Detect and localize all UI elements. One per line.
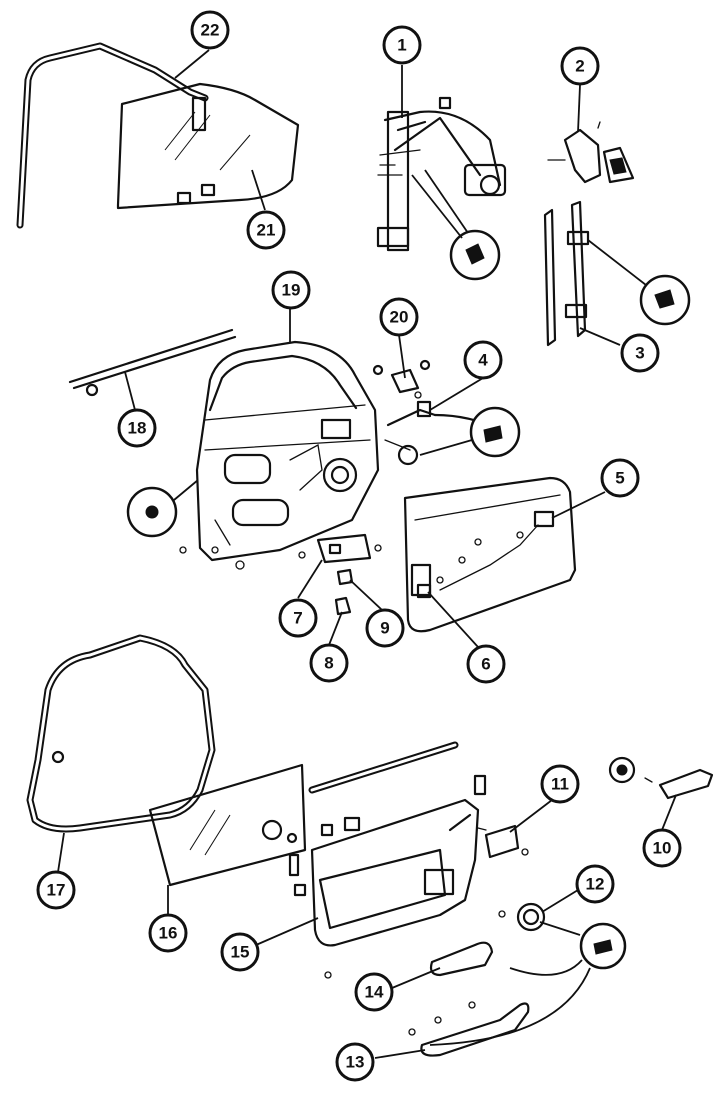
svg-text:2: 2 [575, 57, 584, 76]
handle-bolt-detail [419, 406, 521, 458]
svg-text:13: 13 [346, 1053, 365, 1072]
belt-strip [68, 328, 237, 397]
callout-4: 4 [463, 340, 503, 380]
svg-text:22: 22 [201, 21, 220, 40]
svg-text:5: 5 [615, 469, 624, 488]
callout-6: 6 [466, 644, 506, 684]
svg-text:14: 14 [365, 983, 384, 1002]
svg-text:8: 8 [324, 654, 333, 673]
callout-10: 10 [642, 828, 682, 868]
callout-21: 21 [246, 210, 286, 250]
bolt-detail-1 [411, 169, 501, 281]
callout-14: 14 [354, 972, 394, 1012]
svg-text:18: 18 [128, 419, 147, 438]
svg-text:4: 4 [478, 351, 488, 370]
armrest [408, 1001, 530, 1057]
svg-text:19: 19 [282, 281, 301, 300]
handle-escutcheon [498, 902, 546, 932]
armrest-screw-detail [429, 921, 627, 1046]
door-latch [298, 533, 382, 616]
lock-cylinder [372, 359, 431, 394]
svg-text:16: 16 [159, 924, 178, 943]
callout-8: 8 [309, 643, 349, 683]
mirror-bracket [547, 121, 635, 184]
svg-text:6: 6 [481, 655, 490, 674]
callout-5: 5 [600, 458, 640, 498]
pull-handle [324, 941, 494, 979]
svg-text:17: 17 [47, 881, 66, 900]
svg-text:10: 10 [653, 839, 672, 858]
svg-text:21: 21 [257, 221, 276, 240]
door-trim-panel [288, 774, 487, 947]
glass-run-channel [16, 42, 209, 229]
callout-16: 16 [148, 913, 188, 953]
svg-text:3: 3 [635, 344, 644, 363]
leader-lines [57, 49, 677, 1059]
inner-door-panel [403, 476, 577, 633]
callout-13: 13 [335, 1042, 375, 1082]
window-regulator [376, 96, 507, 252]
svg-text:11: 11 [551, 775, 569, 794]
door-shell [179, 340, 380, 570]
callout-3: 3 [620, 333, 660, 373]
inner-belt-strip [308, 741, 459, 794]
callout-19: 19 [271, 270, 311, 310]
callout-20: 20 [379, 297, 419, 337]
callout-11: 11 [540, 764, 580, 804]
svg-text:12: 12 [586, 875, 605, 894]
callout-9: 9 [365, 608, 405, 648]
water-deflector [148, 763, 307, 887]
door-bolt-detail [126, 479, 199, 538]
door-glass [116, 82, 300, 210]
bolt-detail-3 [587, 239, 691, 326]
callout-17: 17 [36, 870, 76, 910]
callout-12: 12 [575, 864, 615, 904]
callout-18: 18 [117, 408, 157, 448]
door-weatherstrip [26, 634, 216, 833]
svg-text:9: 9 [380, 619, 389, 638]
svg-text:7: 7 [293, 609, 302, 628]
rear-glass-channel [543, 200, 590, 347]
svg-text:1: 1 [397, 36, 406, 55]
window-crank [608, 756, 714, 800]
switch-bezel [477, 824, 529, 859]
callout-7: 7 [278, 598, 318, 638]
callout-15: 15 [220, 932, 260, 972]
svg-text:15: 15 [231, 943, 250, 962]
callout-1: 1 [382, 25, 422, 65]
callout-2: 2 [560, 46, 600, 86]
callout-22: 22 [190, 10, 230, 50]
svg-text:20: 20 [390, 308, 409, 327]
